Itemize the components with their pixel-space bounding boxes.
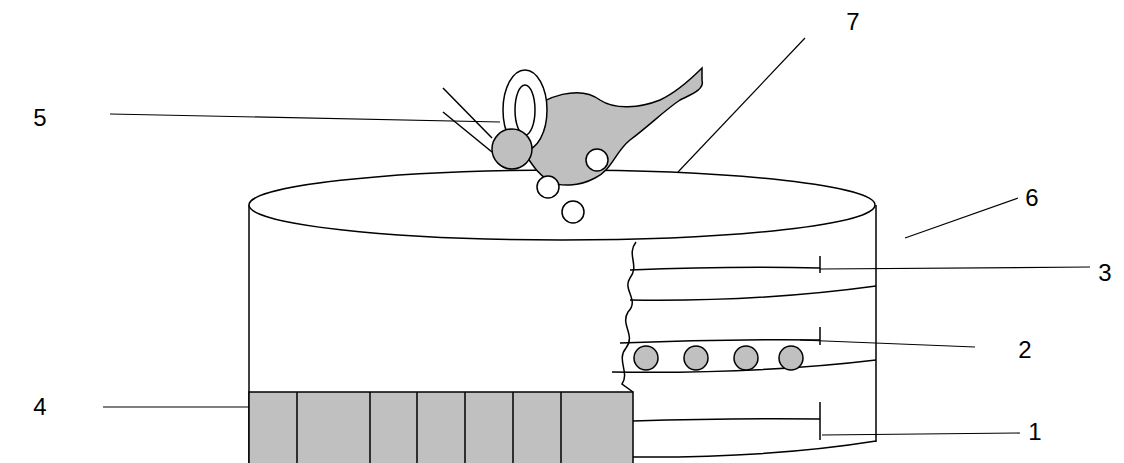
layer-edge (620, 340, 820, 343)
figure (443, 68, 702, 223)
layer-edge (630, 286, 876, 300)
callout-number: 2 (1018, 338, 1031, 362)
block-divisions (297, 392, 561, 463)
layer-edge (633, 441, 876, 457)
callout-number: 6 (1025, 186, 1038, 210)
callout-number: 3 (1098, 261, 1111, 285)
callout-number: 7 (846, 10, 859, 34)
block (249, 392, 633, 463)
callout-number: 4 (33, 395, 46, 419)
cylinder-wall (875, 205, 877, 442)
layer-edge (633, 419, 820, 421)
callout-number: 5 (33, 106, 46, 130)
cutaway-edge (622, 242, 636, 392)
balls (634, 346, 803, 370)
layer-edge (630, 267, 820, 270)
leader-lines (103, 38, 1090, 435)
callout-number: 1 (1028, 420, 1041, 444)
